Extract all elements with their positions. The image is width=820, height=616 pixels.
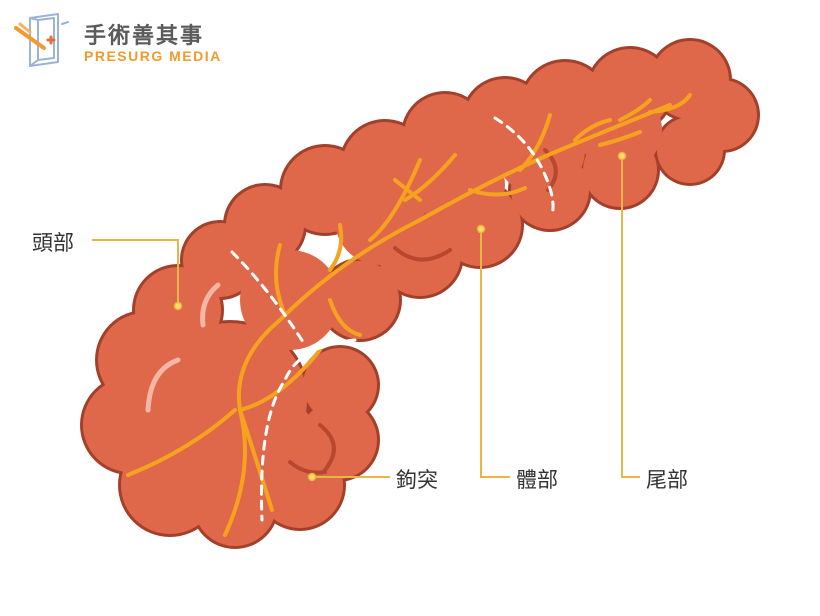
body-tail-boundary [493,116,555,217]
head-neck-boundary [230,250,307,347]
label-head: 頭部 [32,231,74,255]
label-uncinate: 鉤突 [396,468,438,492]
brand-name-chinese: 手術善其事 [84,24,205,49]
region-boundaries [230,116,555,522]
brand-logo-icon [14,13,69,67]
brand-name-english: PRESURG MEDIA [84,48,222,64]
brand-logo: 手術善其事 PRESURG MEDIA [14,10,274,70]
body-leader [480,229,510,478]
tail-dot [617,151,627,161]
tail-leader [621,156,640,478]
head-leader [92,239,179,305]
uncinate-dot [307,472,317,482]
label-body: 體部 [516,468,558,492]
uncinate-boundary [260,338,357,522]
label-tail: 尾部 [646,468,688,492]
leader-lines [92,156,640,478]
pancreas-fill [83,41,757,546]
head-dot [173,301,183,311]
body-dot [476,224,486,234]
pancreatic-duct [126,93,692,537]
highlight-arcs [145,282,221,413]
leader-dots [173,151,627,482]
